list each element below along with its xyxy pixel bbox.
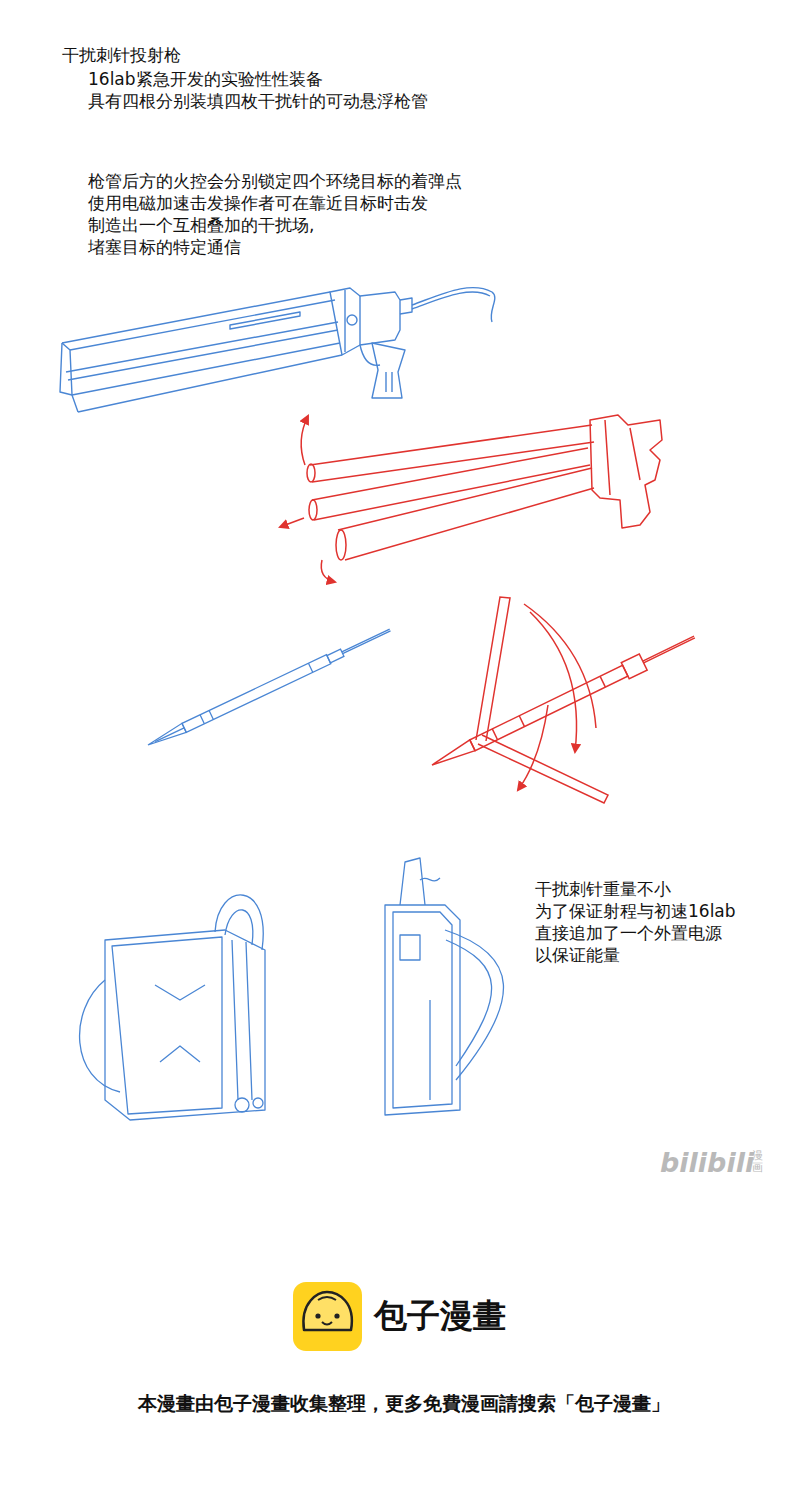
needle-sketch <box>146 626 392 750</box>
description-note: 枪管后方的火控会分别锁定四个环绕目标的着弹点 使用电磁加速击发操作者可在靠近目标… <box>88 170 462 258</box>
side-note: 干扰刺针重量不小 为了保证射程与初速16lab 直接追加了一个外置电源 以保证能… <box>535 878 736 966</box>
logo-text: 包子漫畫 <box>374 1296 506 1336</box>
backpack-side-sketch <box>385 858 503 1115</box>
needle-deploy-sketch <box>428 597 698 803</box>
footer-note: 本漫畫由包子漫畫收集整理，更多免費漫画請搜索「包子漫畫」 <box>4 1390 800 1416</box>
backpack-front-sketch <box>80 895 265 1120</box>
blue-gun-sketch <box>60 288 495 412</box>
sheet-title: 干扰刺针投射枪 <box>62 44 181 66</box>
logo-icon <box>293 1282 362 1351</box>
red-gun-sketch <box>280 415 662 582</box>
watermark: bilibili <box>660 1146 754 1180</box>
description-note: 16lab紧急开发的实验性性装备 具有四根分别装填四枚干扰针的可动悬浮枪管 <box>88 68 428 112</box>
watermark-vertical: 漫画 <box>752 1150 763 1174</box>
